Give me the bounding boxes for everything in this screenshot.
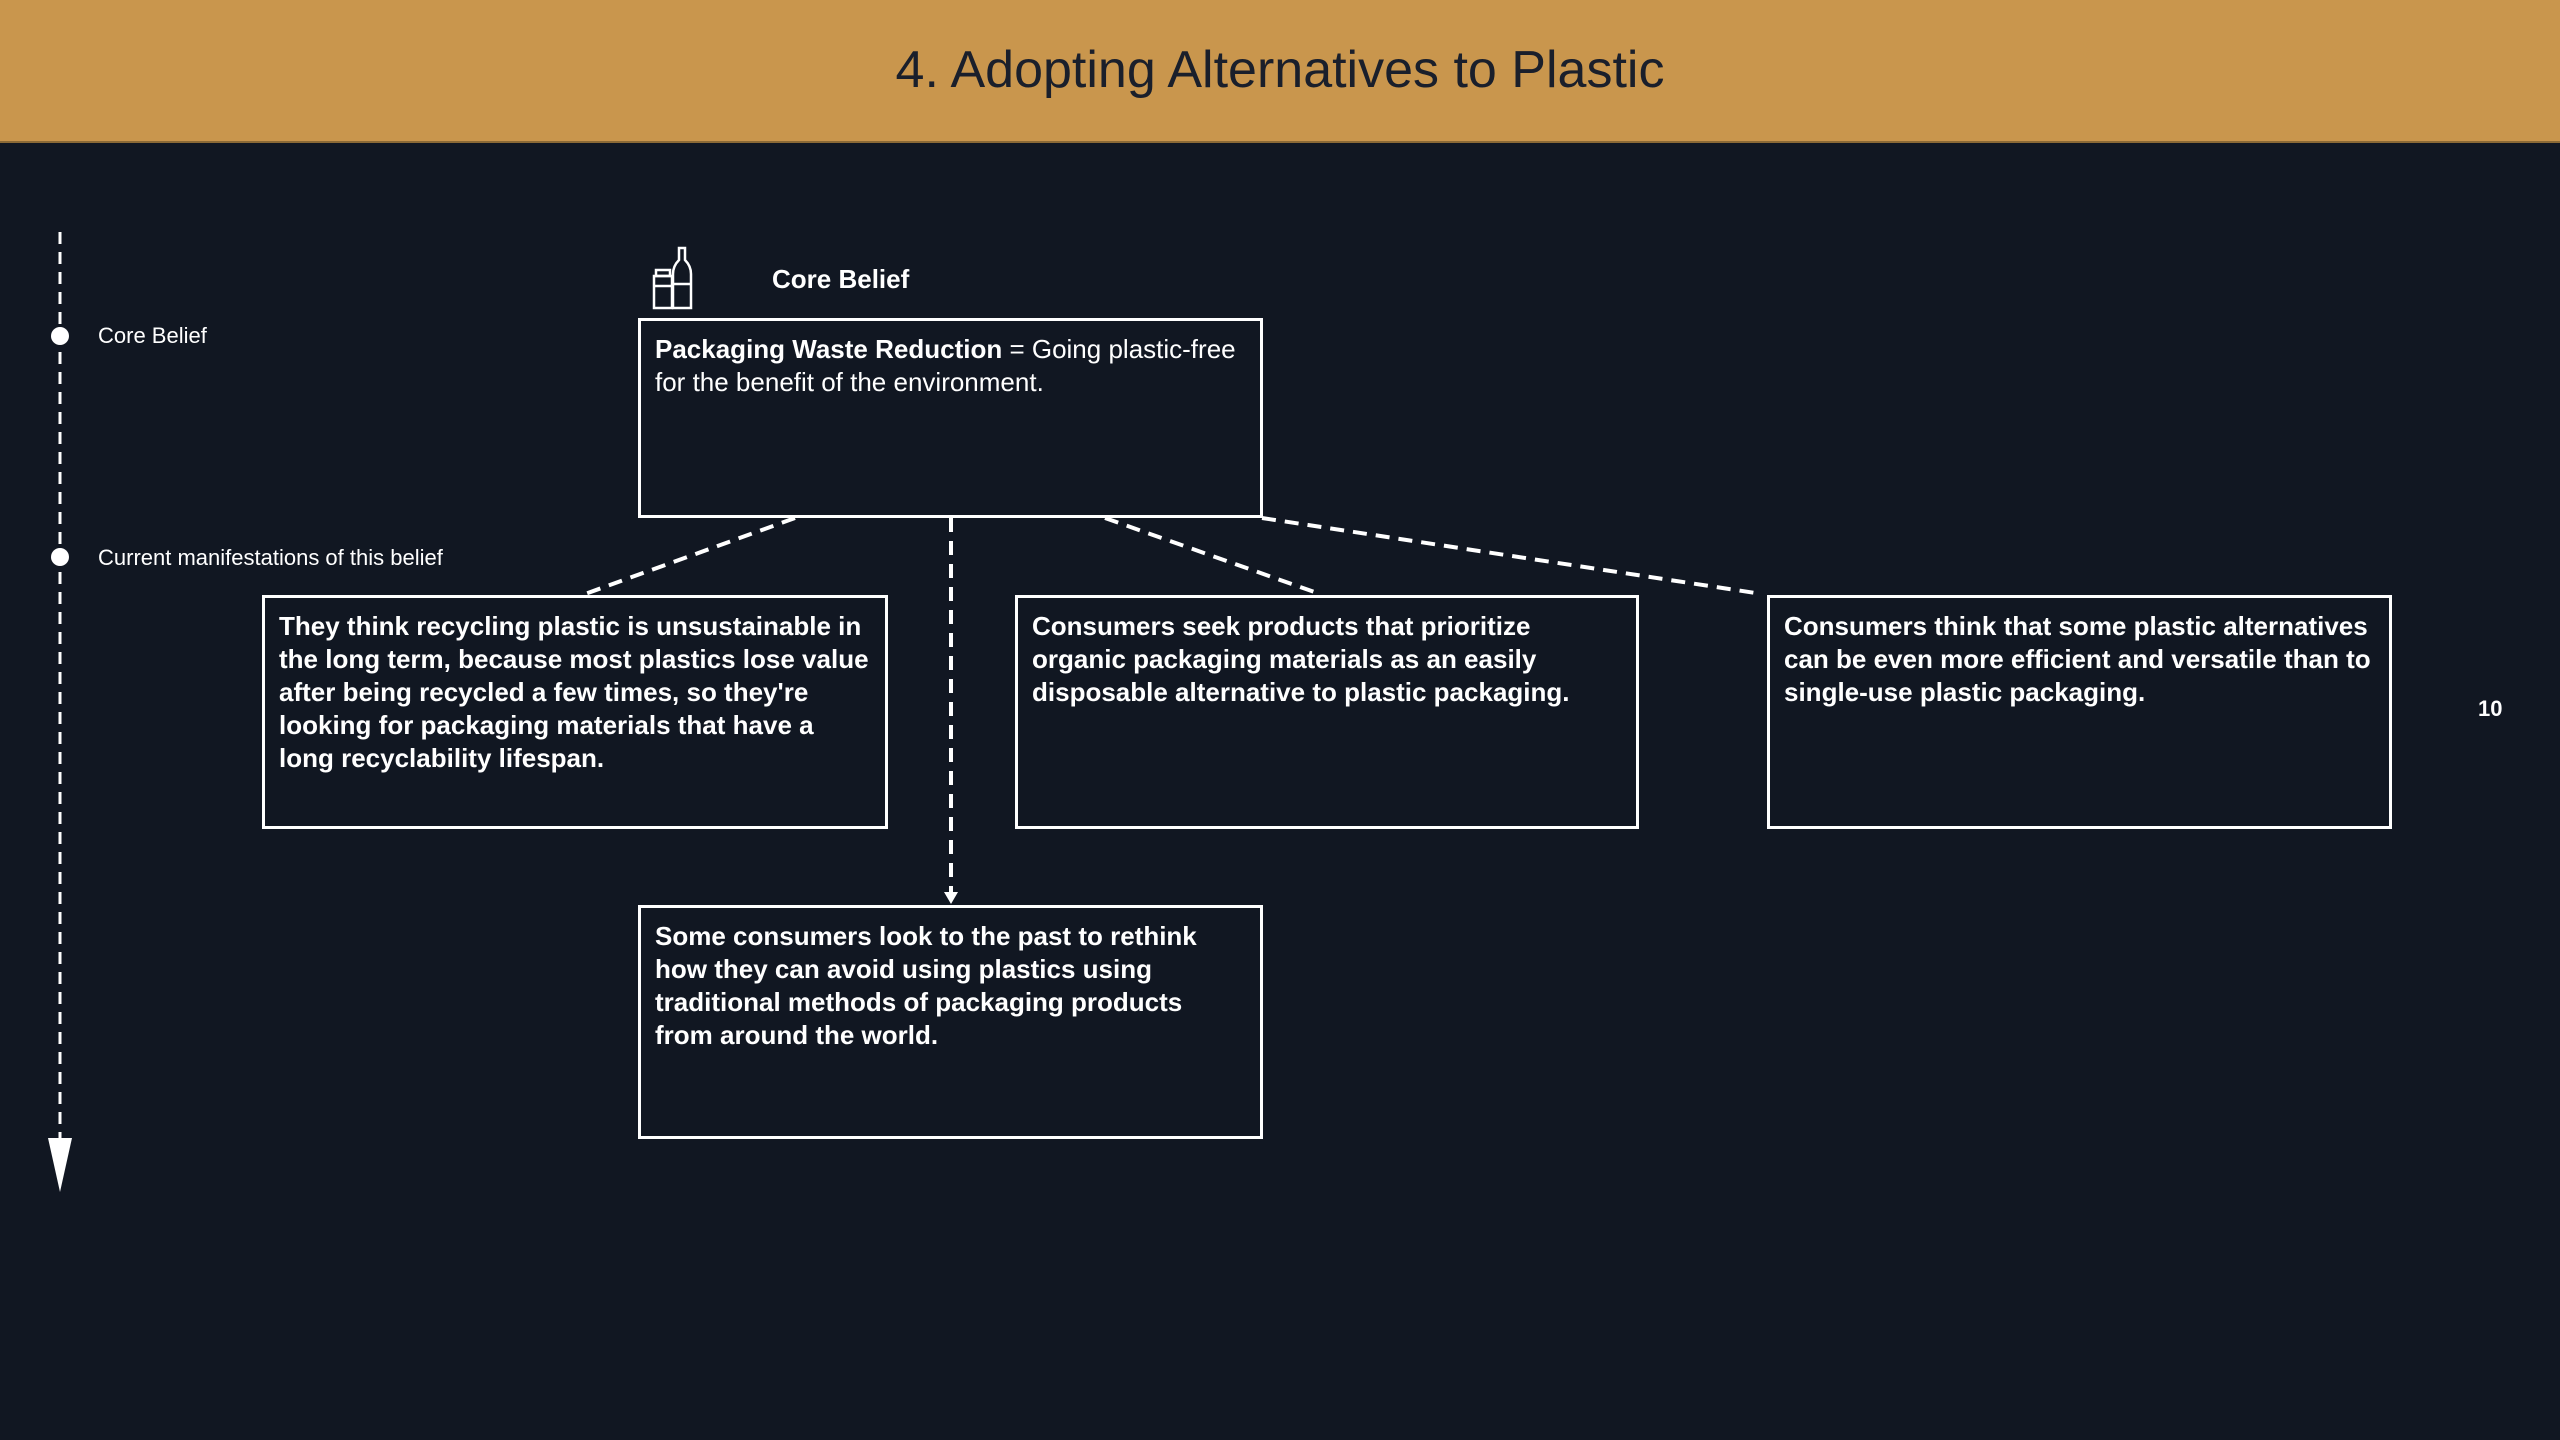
header-banner: 4. Adopting Alternatives to Plastic (0, 0, 2560, 143)
page-title: 4. Adopting Alternatives to Plastic (895, 41, 1665, 99)
bottle-jar-icon (652, 246, 693, 310)
manifestation-box-2: Consumers seek products that prioritize … (1015, 595, 1639, 829)
connector-3 (1261, 516, 1763, 596)
connector-1 (584, 516, 796, 596)
axis-marker-manifestations (51, 548, 69, 566)
axis-arrowhead (48, 1138, 72, 1192)
page-number: 10 (2478, 696, 2503, 721)
core-belief-definition: = Going plastic-free for the benefit of … (655, 334, 1236, 398)
manifestation-box-4: Some consumers look to the past to rethi… (638, 905, 1263, 1139)
connector-4-arrowhead (944, 892, 958, 904)
axis-label-manifestations: Current manifestations of this belief (98, 545, 443, 570)
axis-label-core-belief: Core Belief (98, 323, 207, 348)
core-belief-term: Packaging Waste Reduction (655, 334, 1003, 364)
core-belief-box: Packaging Waste Reduction = Going plasti… (638, 318, 1263, 518)
axis-marker-core-belief (51, 327, 69, 345)
core-belief-heading: Core Belief (772, 264, 910, 294)
manifestation-box-1: They think recycling plastic is unsustai… (262, 595, 888, 829)
connector-2 (1104, 516, 1321, 596)
manifestation-box-3: Consumers think that some plastic altern… (1767, 595, 2392, 829)
